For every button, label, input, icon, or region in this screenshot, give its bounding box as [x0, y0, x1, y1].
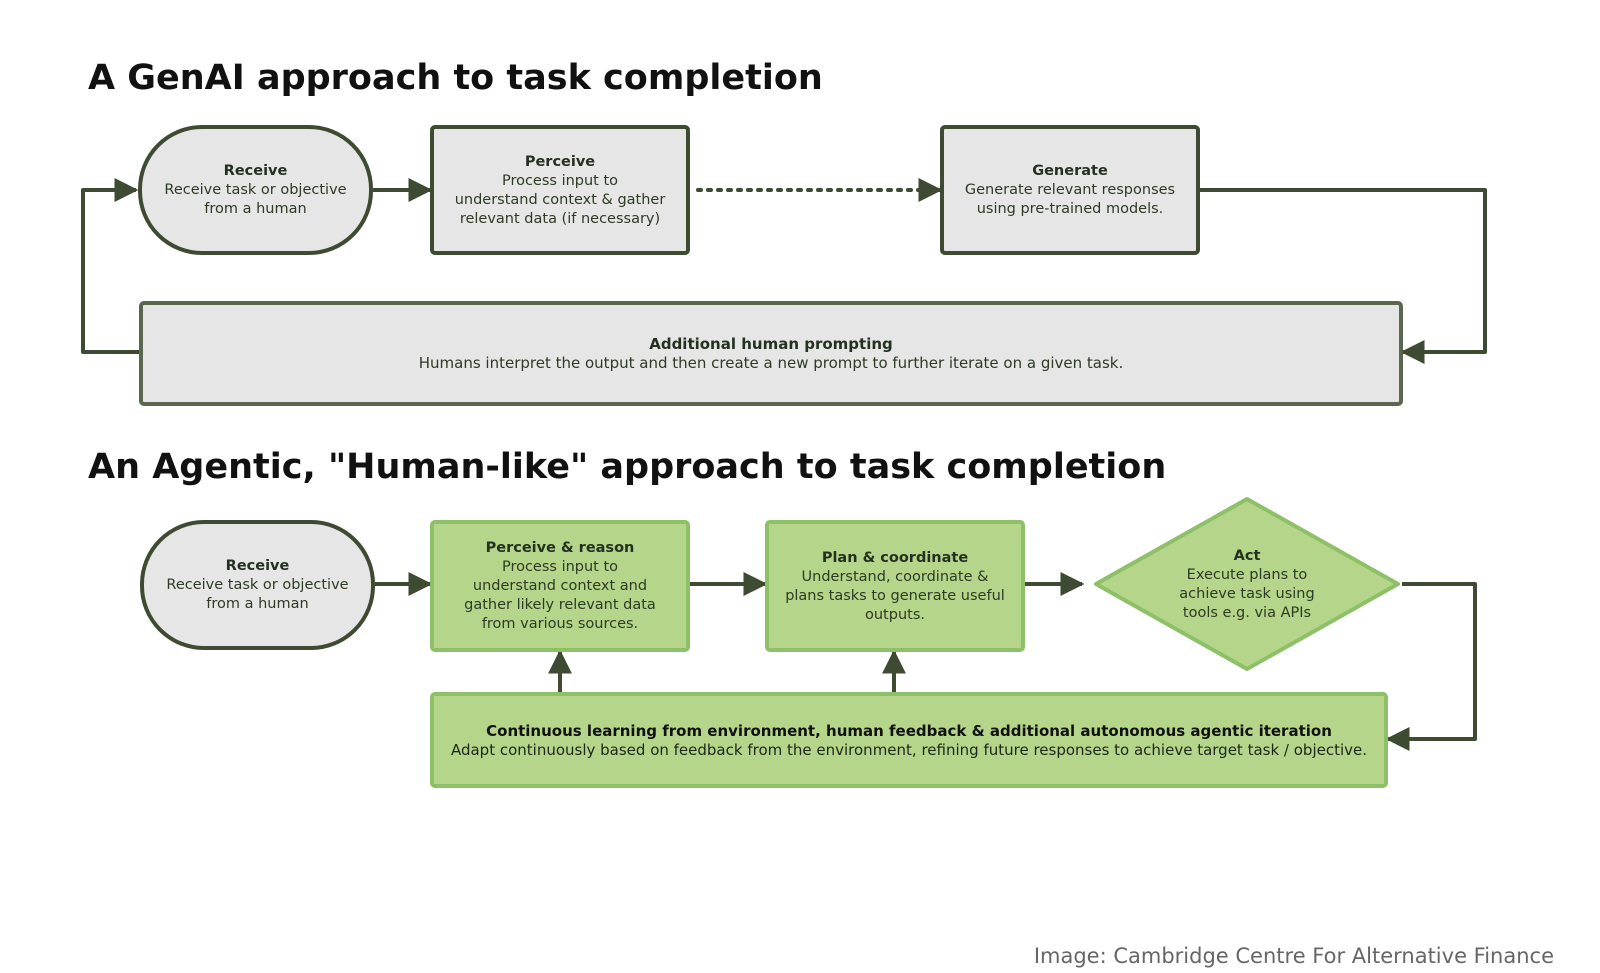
- genai-section-title: A GenAI approach to task completion: [88, 58, 823, 98]
- node-description: Receive task or objective from a human: [166, 577, 349, 612]
- node-description: Process input to understand context and …: [464, 559, 656, 632]
- node-title: Perceive & reason: [485, 540, 635, 556]
- genai-generate-node: Generate Generate relevant responses usi…: [940, 125, 1200, 255]
- node-description: Humans interpret the output and then cre…: [418, 354, 1124, 372]
- node-description: Process input to understand context & ga…: [454, 172, 666, 227]
- agentic-plan-coordinate-node: Plan & coordinate Understand, coordinate…: [765, 520, 1025, 652]
- node-description: Understand, coordinate & plans tasks to …: [785, 568, 1005, 623]
- node-title: Generate: [1032, 163, 1108, 179]
- agentic-learning-node: Continuous learning from environment, hu…: [430, 692, 1388, 788]
- agentic-perceive-reason-node: Perceive & reason Process input to under…: [430, 520, 690, 652]
- agentic-act-node: Act Execute plans to achieve task using …: [1092, 496, 1402, 672]
- act-diamond-shape: [1094, 497, 1400, 671]
- node-title: Receive: [223, 163, 288, 179]
- node-title: Continuous learning from environment, hu…: [486, 721, 1332, 740]
- node-description: Receive task or objective from a human: [164, 182, 347, 217]
- genai-perceive-node: Perceive Process input to understand con…: [430, 125, 690, 255]
- agentic-receive-node: Receive Receive task or objective from a…: [140, 520, 375, 650]
- node-description: Generate relevant responses using pre-tr…: [964, 182, 1176, 217]
- agentic-section-title: An Agentic, "Human-like" approach to tas…: [88, 447, 1167, 487]
- arrow-generate-to-prompting: [1200, 188, 1487, 364]
- arrow-prompting-to-receive: [81, 178, 139, 354]
- arrow-act-to-learning: [1385, 582, 1477, 751]
- node-description: Adapt continuously based on feedback fro…: [450, 740, 1368, 759]
- node-title: Additional human prompting: [649, 335, 893, 353]
- image-credit: Image: Cambridge Centre For Alternative …: [1033, 944, 1554, 968]
- node-title: Receive: [225, 558, 290, 574]
- genai-prompting-node: Additional human prompting Humans interp…: [139, 301, 1403, 406]
- node-title: Plan & coordinate: [821, 549, 969, 566]
- node-title: Perceive: [524, 153, 596, 170]
- genai-receive-node: Receive Receive task or objective from a…: [138, 125, 373, 255]
- node-description: Execute plans to achieve task using tool…: [1179, 566, 1315, 621]
- node-title: Act: [1233, 547, 1261, 564]
